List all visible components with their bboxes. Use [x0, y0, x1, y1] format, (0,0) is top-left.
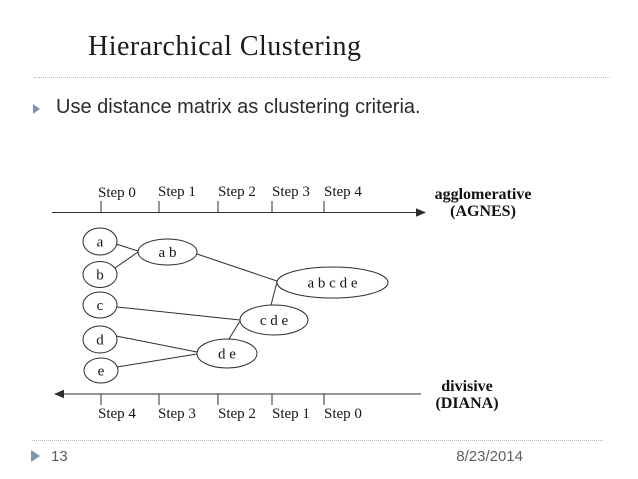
cluster-node-abcde — [276, 266, 389, 299]
agnes-label: (AGNES) — [450, 203, 516, 220]
node-label-e: e — [98, 364, 105, 380]
cluster-node-c — [82, 291, 118, 319]
connector-de-cde — [228, 320, 241, 340]
cluster-node-b — [82, 261, 118, 288]
step-label: Step 4 — [324, 184, 362, 200]
divisive-caption: divisive (DIANA) — [402, 378, 532, 412]
footer-triangle-icon — [31, 450, 40, 462]
connector-a-ab — [115, 243, 139, 252]
cluster-node-d — [82, 325, 118, 354]
cluster-node-cde — [239, 304, 309, 336]
cluster-node-e — [83, 357, 119, 384]
agnes-arrow-right-icon — [416, 208, 426, 217]
agglomerative-caption: agglomerative (AGNES) — [418, 186, 548, 220]
node-label-b: b — [96, 268, 104, 284]
footer-divider — [32, 440, 603, 441]
connector-b-ab — [114, 251, 139, 269]
agnes-axis: Step 0 Step 1 Step 2 Step 3 Step 4 — [52, 184, 426, 217]
node-label-abcde: a b c d e — [308, 276, 358, 292]
divisive-label: divisive — [441, 378, 493, 395]
connector-cde-abcde — [270, 281, 278, 306]
agglomerative-label: agglomerative — [434, 186, 532, 203]
step-label: Step 3 — [272, 184, 310, 200]
node-label-d: d — [96, 333, 104, 349]
step-label: Step 2 — [218, 184, 256, 200]
node-label-c: c — [97, 298, 104, 314]
page-number: 13 — [51, 448, 68, 465]
step-label: Step 0 — [98, 185, 136, 201]
node-label-de: d e — [218, 347, 236, 363]
bullet-triangle-icon — [33, 104, 40, 114]
bullet-text: Use distance matrix as clustering criter… — [56, 96, 421, 118]
diana-axis: Step 4 Step 3 Step 2 Step 1 Step 0 — [54, 389, 421, 422]
node-label-cde: c d e — [260, 313, 289, 329]
connector-ab-abcde — [196, 253, 278, 282]
diana-arrow-left-icon — [54, 389, 64, 399]
cluster-node-ab — [137, 238, 198, 266]
step-label: Step 3 — [158, 406, 196, 422]
cluster-node-a — [82, 227, 118, 256]
cluster-connectors — [114, 243, 278, 368]
connector-d-de — [115, 335, 198, 353]
connector-c-cde — [116, 306, 241, 321]
cluster-node-de — [196, 338, 258, 369]
connector-e-de — [116, 353, 198, 368]
step-label: Step 1 — [272, 406, 310, 422]
step-label: Step 2 — [218, 406, 256, 422]
step-label: Step 1 — [158, 184, 196, 200]
step-label: Step 4 — [98, 406, 136, 422]
cluster-nodes — [82, 227, 389, 384]
footer-date: 8/23/2014 — [456, 448, 523, 465]
node-label-a: a — [97, 235, 104, 251]
page-title: Hierarchical Clustering — [88, 31, 362, 62]
cluster-node-labels: a b c d e a b d e c d e a b c d e — [96, 235, 358, 380]
title-divider — [34, 77, 610, 78]
step-label: Step 0 — [324, 406, 362, 422]
diana-label: (DIANA) — [435, 395, 499, 412]
node-label-ab: a b — [159, 245, 177, 261]
